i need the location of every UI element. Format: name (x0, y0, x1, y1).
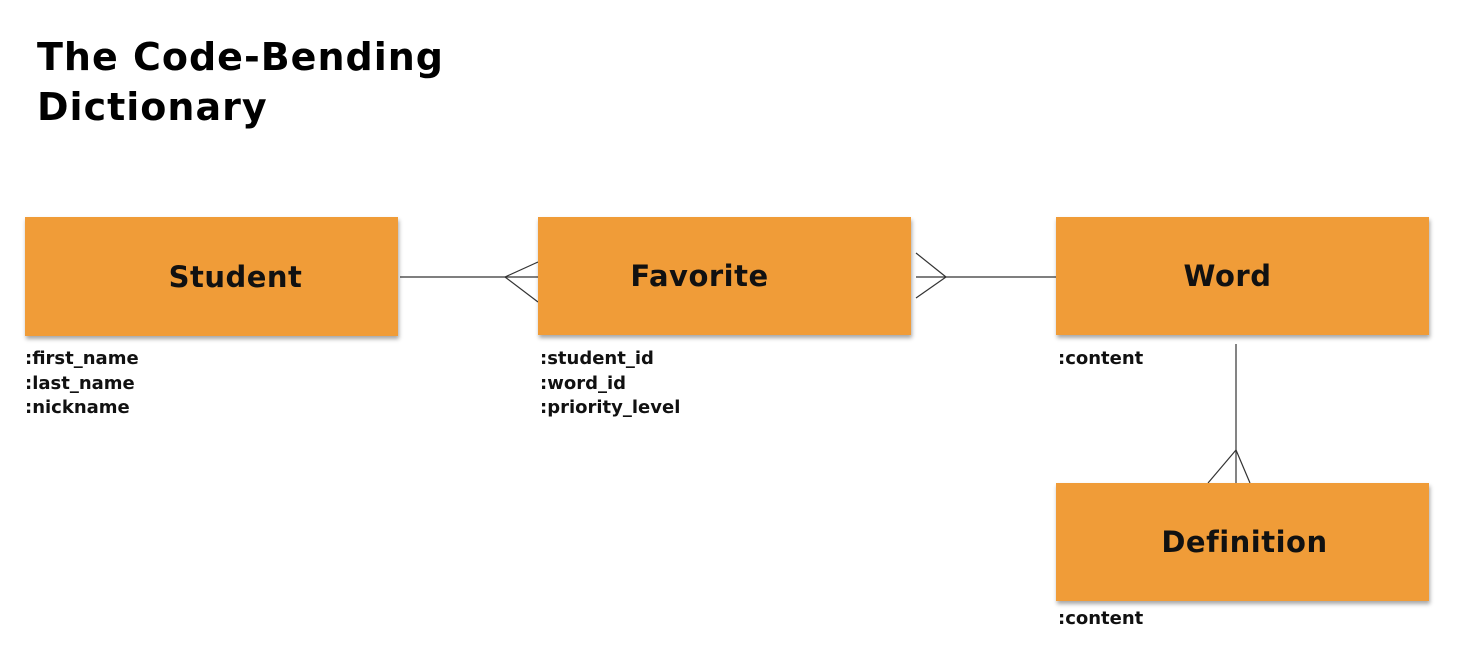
entity-word-label: Word (1183, 259, 1272, 293)
attribute-item: :first_name (25, 348, 139, 369)
diagram-title-line-1: The Code-Bending (37, 35, 444, 79)
entity-favorite-label: Favorite (630, 259, 769, 293)
attribute-item: :priority_level (540, 397, 681, 418)
entity-word[interactable]: Word (1056, 217, 1429, 335)
diagram-title-line-2: Dictionary (37, 85, 268, 129)
entity-definition-label: Definition (1161, 525, 1328, 559)
entity-favorite-attributes: :student_id :word_id :priority_level (540, 347, 680, 421)
attribute-item: :student_id (540, 348, 654, 369)
entity-student-attributes: :first_name :last_name :nickname (25, 347, 139, 421)
attribute-item: :last_name (25, 372, 135, 394)
attribute-item: :content (1058, 348, 1144, 369)
entity-word-attributes: :content (1058, 347, 1143, 372)
entity-definition-attributes: :content (1058, 607, 1143, 632)
attribute-item: :nickname (25, 397, 130, 418)
connector-favorite-word (915, 252, 1056, 299)
attribute-item: :word_id (540, 372, 627, 394)
connector-student-favorite (400, 261, 539, 303)
diagram-title: The Code-Bending Dictionary (37, 32, 444, 132)
connector-word-definition (1207, 344, 1251, 484)
attribute-item: :content (1058, 608, 1144, 629)
entity-student[interactable]: Student (25, 217, 398, 336)
entity-definition[interactable]: Definition (1056, 483, 1429, 601)
entity-student-label: Student (168, 259, 303, 294)
entity-favorite[interactable]: Favorite (538, 217, 911, 335)
